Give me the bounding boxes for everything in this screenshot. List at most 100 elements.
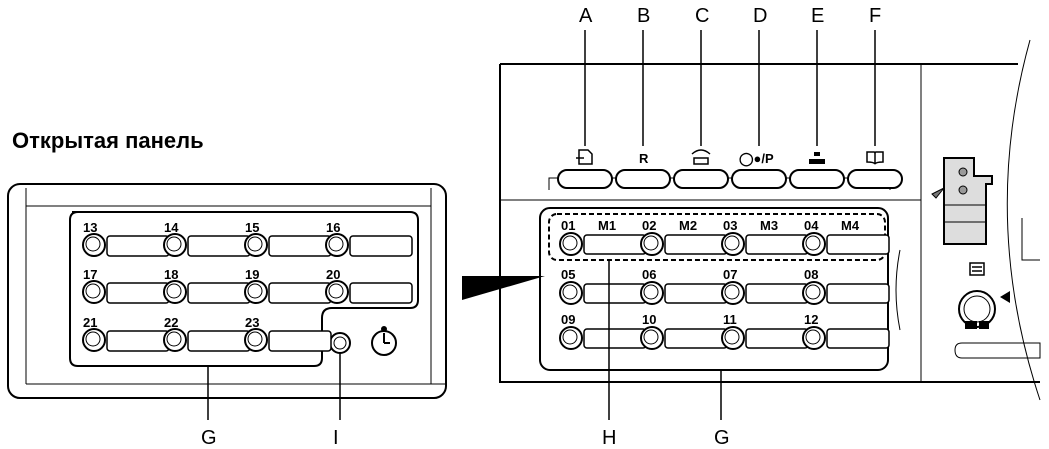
one-touch-key-ring bbox=[85, 331, 101, 347]
phone-icon bbox=[691, 149, 711, 165]
one-touch-toggle-button bbox=[329, 332, 351, 354]
key-number-label: 03 bbox=[723, 218, 737, 233]
arrow-icon bbox=[462, 276, 545, 300]
name-label-slot bbox=[826, 283, 890, 304]
key-number-label: 17 bbox=[83, 267, 97, 282]
one-touch-key-ring bbox=[85, 236, 101, 252]
key-number-label: 12 bbox=[804, 312, 818, 327]
open-panel-frame bbox=[7, 183, 447, 399]
key-number-label: 21 bbox=[83, 315, 97, 330]
callout-label: A bbox=[579, 5, 593, 27]
one-touch-key-button[interactable] bbox=[640, 281, 664, 305]
key-number-label: 23 bbox=[245, 315, 259, 330]
one-touch-key-ring bbox=[85, 283, 101, 299]
one-touch-key-ring bbox=[328, 236, 344, 252]
name-label-slot bbox=[106, 235, 170, 257]
name-label-slot bbox=[349, 282, 413, 304]
name-label-slot bbox=[187, 330, 251, 352]
one-touch-key-button[interactable] bbox=[82, 233, 106, 257]
one-touch-key-ring bbox=[166, 236, 182, 252]
name-label-slot bbox=[187, 282, 251, 304]
name-label-slot bbox=[664, 328, 728, 349]
one-touch-key-button[interactable] bbox=[82, 328, 106, 352]
one-touch-key-button[interactable] bbox=[721, 326, 745, 350]
function-key-button[interactable] bbox=[731, 169, 787, 189]
one-touch-key-button[interactable] bbox=[640, 232, 664, 256]
panel-title: Открытая панель bbox=[12, 128, 204, 153]
one-touch-key-ring bbox=[562, 235, 578, 251]
one-touch-key-button[interactable] bbox=[163, 280, 187, 304]
memory-key-label: M1 bbox=[598, 218, 616, 233]
name-label-slot bbox=[826, 328, 890, 349]
one-touch-key-ring bbox=[247, 331, 263, 347]
key-number-label: 04 bbox=[804, 218, 819, 233]
one-touch-key-ring bbox=[166, 331, 182, 347]
one-touch-key-ring bbox=[643, 329, 659, 345]
function-key-button[interactable] bbox=[557, 169, 613, 189]
name-label-slot bbox=[826, 234, 890, 255]
name-label-slot bbox=[745, 234, 809, 255]
key-number-label: 09 bbox=[561, 312, 575, 327]
one-touch-key-ring bbox=[328, 283, 344, 299]
machine-icon bbox=[943, 157, 993, 245]
one-touch-key-button[interactable] bbox=[244, 233, 268, 257]
one-touch-key-button[interactable] bbox=[721, 281, 745, 305]
one-touch-key-ring bbox=[724, 284, 740, 300]
one-touch-key-button[interactable] bbox=[559, 326, 583, 350]
key-number-label: 19 bbox=[245, 267, 259, 282]
status-arrow-icon bbox=[1000, 291, 1010, 303]
callout-label-i: I bbox=[333, 427, 339, 449]
one-touch-key-ring bbox=[643, 284, 659, 300]
pause-icon: ◯●/P bbox=[739, 151, 774, 167]
one-touch-key-button[interactable] bbox=[82, 280, 106, 304]
function-key-button[interactable] bbox=[847, 169, 903, 189]
document-icon bbox=[576, 149, 593, 165]
key-number-label: 05 bbox=[561, 267, 575, 282]
key-number-label: 08 bbox=[804, 267, 818, 282]
status-icon bbox=[965, 321, 989, 329]
one-touch-key-button[interactable] bbox=[721, 232, 745, 256]
start-icon bbox=[969, 262, 985, 276]
one-touch-key-button[interactable] bbox=[559, 232, 583, 256]
one-touch-key-ring bbox=[166, 283, 182, 299]
keypad-icon bbox=[809, 152, 825, 164]
one-touch-key-ring bbox=[247, 236, 263, 252]
key-number-label: 15 bbox=[245, 220, 259, 235]
one-touch-key-button[interactable] bbox=[163, 328, 187, 352]
memory-key-label: M4 bbox=[841, 218, 860, 233]
key-number-label: 14 bbox=[164, 220, 179, 235]
one-touch-key-ring bbox=[562, 284, 578, 300]
key-number-label: 01 bbox=[561, 218, 575, 233]
name-label-slot bbox=[583, 328, 647, 349]
one-touch-key-button[interactable] bbox=[802, 232, 826, 256]
one-touch-key-ring bbox=[724, 329, 740, 345]
key-number-label: 06 bbox=[642, 267, 656, 282]
function-key-button[interactable] bbox=[673, 169, 729, 189]
key-number-label: 02 bbox=[642, 218, 656, 233]
one-touch-key-button[interactable] bbox=[640, 326, 664, 350]
memory-key-label: M3 bbox=[760, 218, 778, 233]
function-key-button[interactable] bbox=[615, 169, 671, 189]
one-touch-key-button[interactable] bbox=[244, 280, 268, 304]
book-icon bbox=[866, 151, 884, 165]
one-touch-key-button[interactable] bbox=[244, 328, 268, 352]
key-number-label: 07 bbox=[723, 267, 737, 282]
one-touch-key-button[interactable] bbox=[325, 280, 349, 304]
one-touch-key-button[interactable] bbox=[559, 281, 583, 305]
one-touch-key-button[interactable] bbox=[802, 281, 826, 305]
name-label-slot bbox=[349, 235, 413, 257]
key-number-label: 13 bbox=[83, 220, 97, 235]
callout-label-h: H bbox=[602, 427, 616, 449]
one-touch-key-button[interactable] bbox=[325, 233, 349, 257]
one-touch-key-button[interactable] bbox=[802, 326, 826, 350]
name-label-slot bbox=[187, 235, 251, 257]
name-label-slot bbox=[583, 283, 647, 304]
one-touch-key-button[interactable] bbox=[163, 233, 187, 257]
callout-label: B bbox=[637, 5, 650, 27]
key-number-label: 16 bbox=[326, 220, 340, 235]
one-touch-key-ring bbox=[562, 329, 578, 345]
function-key-button[interactable] bbox=[789, 169, 845, 189]
key-number-label: 10 bbox=[642, 312, 656, 327]
